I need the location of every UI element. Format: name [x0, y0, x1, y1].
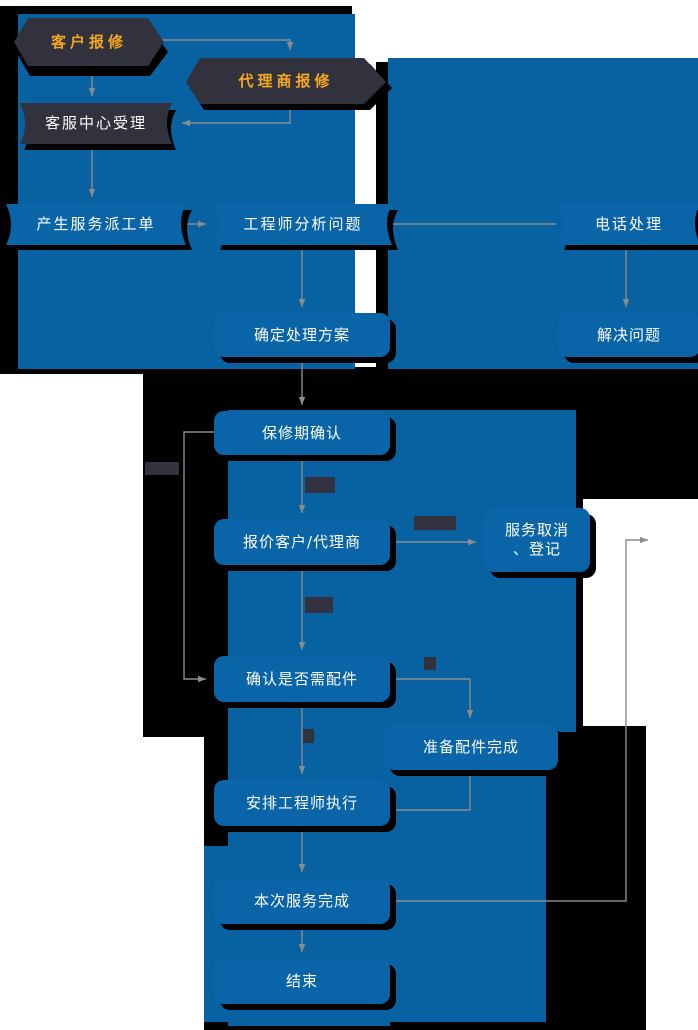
edge-baoxiu-bypass-to-peijian: [183, 431, 214, 683]
shape-fuwu-quxiao: [484, 508, 590, 572]
node-dianhua-chuli[interactable]: 电话处理: [594, 215, 663, 234]
node-anpai-gongchengshi-zhixing[interactable]: 安排工程师执行: [245, 793, 358, 812]
shape-baoxiuqi-queren: [214, 411, 390, 455]
node-jiejue-wenti[interactable]: 解决问题: [596, 325, 661, 344]
shape-chansheng-paigong: [6, 204, 186, 245]
node-queding-chuli-fangan[interactable]: 确定处理方案: [253, 325, 350, 344]
shape-zhunbei-peijian: [384, 724, 558, 770]
shape-gongchengshi-fenxi: [214, 204, 392, 245]
shape-anpai-zhixing: [214, 780, 390, 826]
shape-kefu-zhongxin: [20, 103, 172, 144]
edge-label-peijian-to-zhunbei: [424, 657, 436, 670]
shape-dianhua-chuli: [558, 204, 698, 245]
edge-label-baojia-to-quxiao: [414, 516, 456, 530]
edge-label-baojia-to-peijian: [305, 597, 333, 613]
node-kefu-zhongxin-shouli[interactable]: 客服中心受理: [44, 114, 147, 133]
shape-daili-baoxiu: [186, 58, 386, 104]
shape-baojia-kehu: [214, 519, 390, 565]
edge-zhunbei-to-anpai: [390, 770, 471, 811]
shape-jieshu: [214, 958, 390, 1004]
edge-kehu-to-daili: [162, 39, 294, 50]
node-jieshu[interactable]: 结束: [285, 971, 318, 990]
node-kehu-baoxiu[interactable]: 客户报修: [50, 32, 127, 51]
node-baoxiuqi-queren[interactable]: 保修期确认: [261, 423, 342, 442]
node-benci-fuwu-wancheng[interactable]: 本次服务完成: [253, 891, 350, 910]
shape-benci-wancheng: [214, 878, 390, 924]
node-daili-baoxiu[interactable]: 代理商报修: [238, 71, 334, 90]
edge-label-baoxiu-to-baojia: [305, 477, 335, 493]
connectors: [88, 39, 648, 952]
shape-kehu-baoxiu: [14, 18, 164, 66]
shape-queren-peijian: [214, 656, 390, 702]
node-baojia-kehu-daili[interactable]: 报价客户/代理商: [242, 532, 362, 551]
edge-wancheng-riser-to-quxiao: [390, 536, 648, 902]
node-queren-shifou-xu-peijian[interactable]: 确认是否需配件: [245, 669, 358, 688]
node-fuwu-quxiao-dengji[interactable]: 服务取消 、登记: [504, 520, 569, 559]
node-shapes: [6, 18, 698, 1010]
shape-queding-fangan: [214, 313, 390, 357]
shape-jiejue-wenti: [558, 313, 698, 357]
node-zhunbei-peijian-wancheng[interactable]: 准备配件完成: [422, 737, 519, 756]
node-chansheng-fuwu-paigongdan[interactable]: 产生服务派工单: [36, 215, 156, 234]
edge-label-baoxiu-bypass: [145, 462, 179, 475]
node-gongchengshi-fenxi-wenti[interactable]: 工程师分析问题: [243, 215, 363, 234]
edge-peijian-to-zhunbei: [390, 678, 474, 718]
edge-label-peijian-to-anpai: [303, 729, 314, 743]
